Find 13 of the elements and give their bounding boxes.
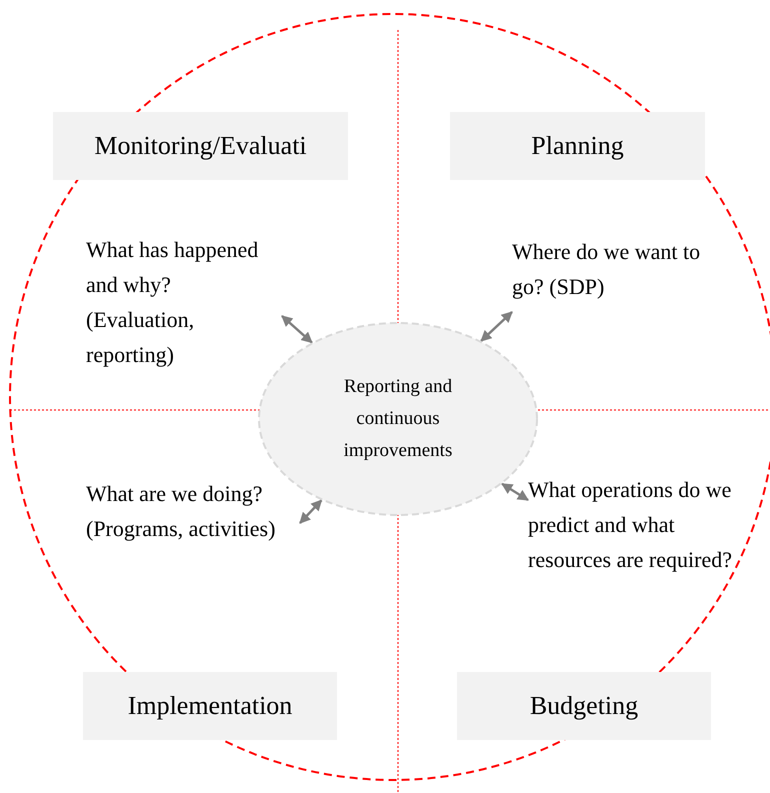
question-text: What are we doing? (Programs, activities) (86, 476, 318, 548)
section-header: Planning (450, 112, 705, 180)
section-header: Monitoring/Evaluati (53, 112, 348, 180)
question-text: What operations do we predict and what resources are required? (528, 472, 738, 614)
double-arrow (480, 311, 513, 342)
question-text: Where do we want to go? (SDP) (512, 234, 726, 342)
center-label: Reporting and continuous improvements (342, 375, 454, 463)
section-header: Implementation (83, 672, 337, 740)
section-header: Budgeting (457, 672, 711, 740)
question-text: What has happened and why? (Evaluation, reporting) (86, 232, 282, 374)
double-arrow (501, 482, 529, 502)
double-arrow (299, 499, 322, 524)
double-arrow (281, 315, 313, 344)
